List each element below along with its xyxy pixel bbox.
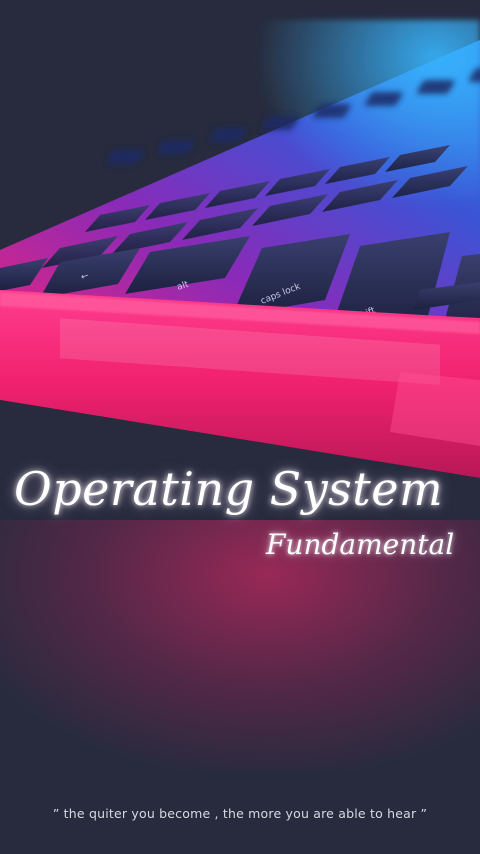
book-subtitle: Fundamental (266, 528, 455, 561)
cover-quote: ” the quiter you become , the more you a… (52, 806, 428, 821)
left-arrow-label: ← (80, 271, 91, 283)
book-title: Operating System (14, 462, 444, 516)
caps-lock-key (232, 234, 350, 316)
front-key-row (0, 232, 480, 338)
alt-key-label: alt (176, 280, 191, 293)
speaker-grille (60, 318, 440, 385)
far-key-rows (106, 68, 480, 164)
laptop-keyboard-image: ← alt caps lock shift fn (0, 20, 480, 478)
mid-key-rows (42, 145, 468, 268)
background-glow (0, 470, 480, 770)
tab-key (125, 236, 250, 294)
left-key (40, 248, 140, 298)
trackpad (390, 372, 480, 446)
laptop-palmrest (0, 290, 480, 478)
